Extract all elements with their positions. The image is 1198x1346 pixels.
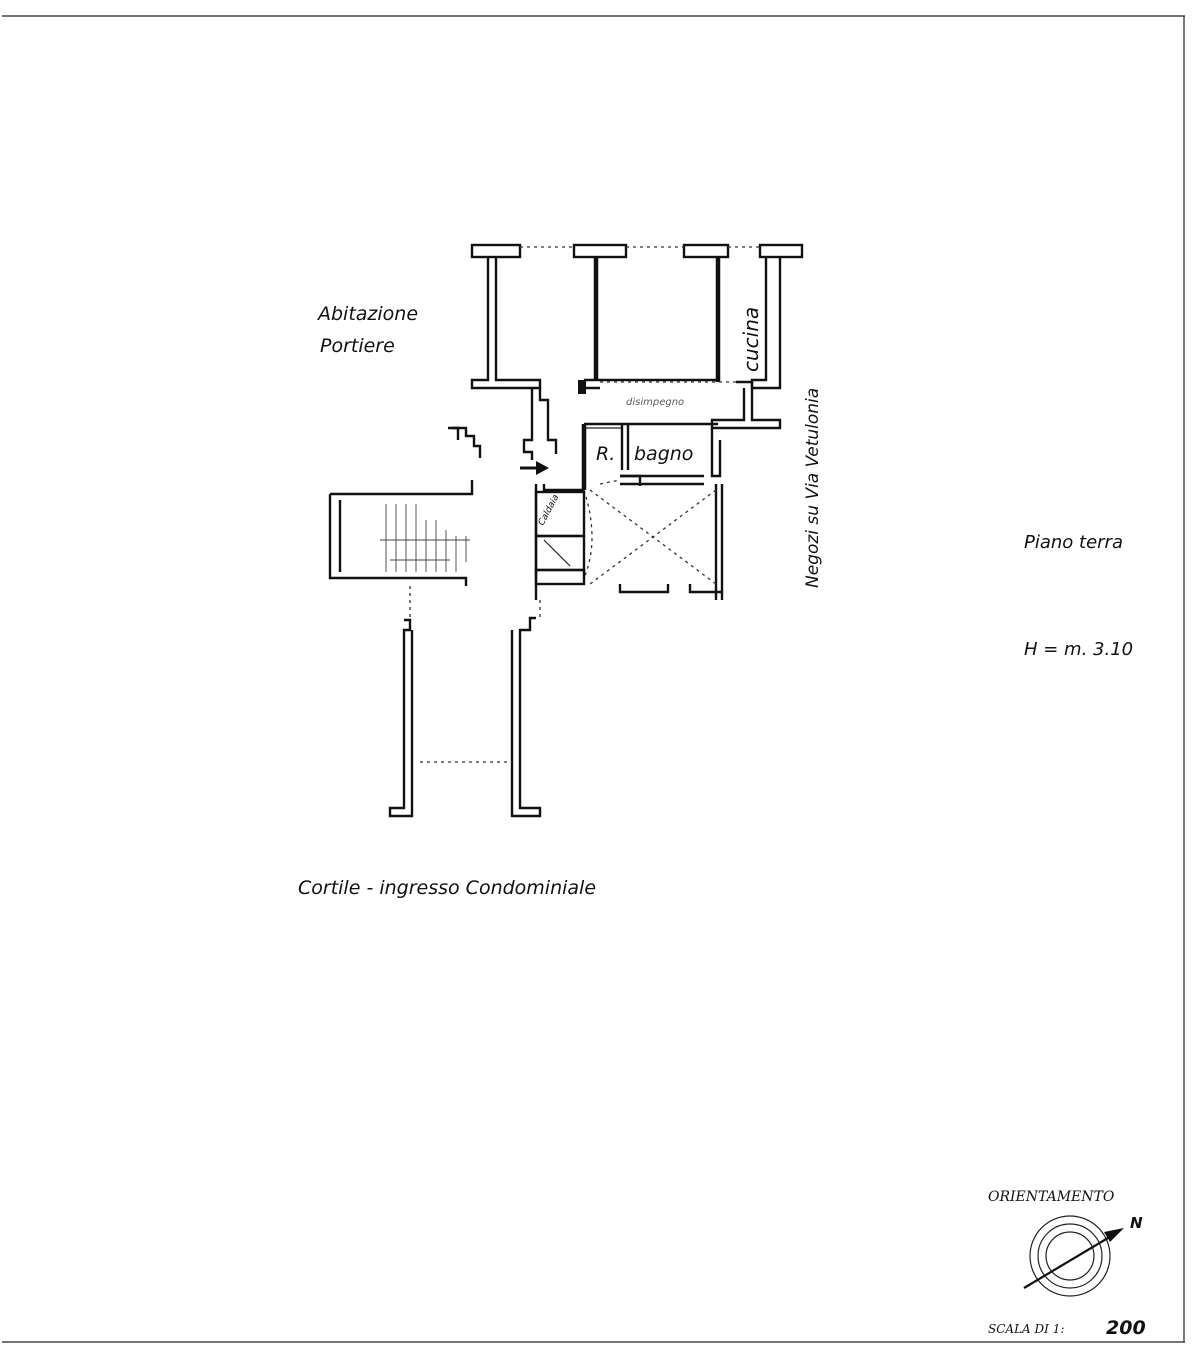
boiler-rooms bbox=[534, 490, 586, 586]
label-caldaia: Caldaia bbox=[537, 493, 562, 527]
label-r: R. bbox=[596, 443, 615, 465]
label-disimpegno: disimpegno bbox=[626, 397, 684, 408]
compass-icon bbox=[1023, 1215, 1124, 1297]
label-bagno: bagno bbox=[634, 443, 693, 465]
north-label: N bbox=[1130, 1214, 1143, 1232]
north-arrow-icon bbox=[1104, 1228, 1124, 1242]
label-cortile: Cortile - ingresso Condominiale bbox=[298, 877, 596, 899]
light-well bbox=[534, 474, 724, 600]
orientation-legend: ORIENTAMENTO N SCALA DI 1: 200 bbox=[988, 1189, 1146, 1339]
floor-plan bbox=[328, 243, 804, 818]
label-negozi: Negozi su Via Vetulonia bbox=[803, 388, 823, 588]
bathroom-walls bbox=[584, 422, 722, 478]
label-portiere: Portiere bbox=[320, 335, 395, 357]
scale-value: 200 bbox=[1106, 1317, 1146, 1339]
top-wall bbox=[470, 243, 804, 259]
orientamento-title: ORIENTAMENTO bbox=[988, 1189, 1115, 1205]
label-cucina: cucina bbox=[739, 307, 763, 372]
sheet-border bbox=[2, 15, 1185, 1343]
entry-arrow bbox=[520, 461, 549, 475]
courtyard-passage bbox=[388, 600, 542, 818]
label-altezza: H = m. 3.10 bbox=[1024, 639, 1133, 660]
scale-prefix: SCALA DI 1: bbox=[988, 1322, 1064, 1336]
corridor-bottom-wall bbox=[584, 378, 718, 390]
label-abitazione: Abitazione bbox=[316, 303, 418, 325]
staircase bbox=[328, 426, 482, 620]
room-1-walls bbox=[470, 257, 542, 390]
door-jamb bbox=[578, 380, 586, 394]
corridor-right bbox=[710, 380, 782, 430]
corridor-left-wall bbox=[522, 388, 534, 460]
corridor-inner-wall bbox=[538, 388, 558, 454]
label-piano-terra: Piano terra bbox=[1024, 532, 1123, 553]
